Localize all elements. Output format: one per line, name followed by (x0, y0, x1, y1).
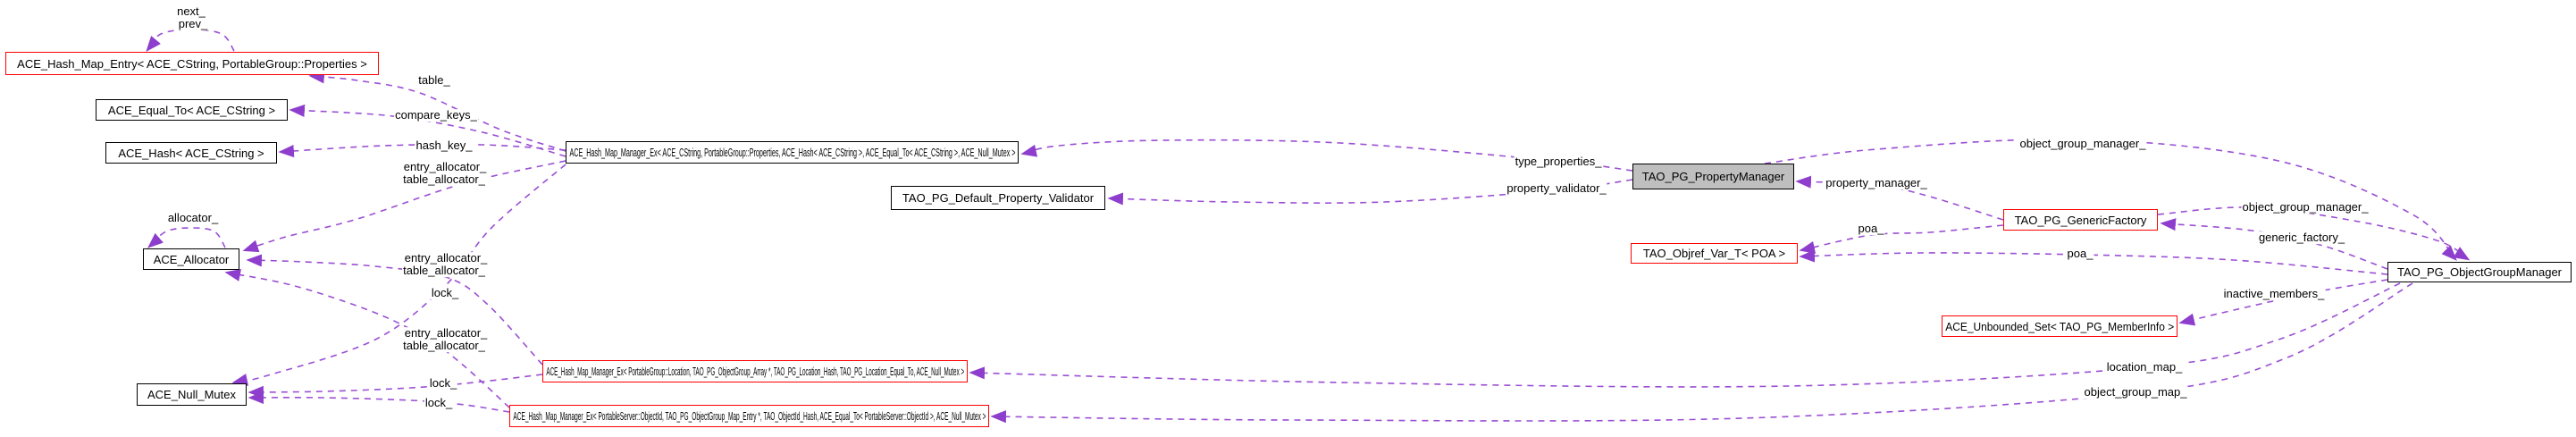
edge-label-table: table_ (417, 73, 451, 88)
edge-label-allocators-1: entry_allocator_ (402, 160, 488, 174)
edge-label-inactive-members: inactive_members_ (2222, 287, 2326, 301)
edge-next-prev-loop (146, 29, 235, 53)
edge-object-group-manager-2 (2157, 206, 2471, 261)
node-label: TAO_Objref_Var_T< POA > (1642, 247, 1786, 260)
node-objref-var-poa[interactable]: TAO_Objref_Var_T< POA > (1631, 243, 1798, 264)
edge-label-next-prev-loop: next_ (176, 4, 206, 19)
edge-label-type-properties: type_properties_ (1514, 155, 1603, 169)
node-ace-null-mutex[interactable]: ACE_Null_Mutex (137, 383, 247, 406)
edge-hash-key (278, 143, 566, 158)
edge-label-poa-2: poa_ (2066, 247, 2094, 261)
node-label: ACE_Hash_Map_Manager_Ex< PortableServer:… (512, 409, 986, 423)
node-object-group-manager[interactable]: TAO_PG_ObjectGroupManager (2387, 262, 2572, 282)
edge-label-allocators-3: table_allocator_ (402, 339, 486, 353)
node-label: ACE_Unbounded_Set< TAO_PG_MemberInfo > (1945, 319, 2174, 333)
node-unbounded-set-memberinfo[interactable]: ACE_Unbounded_Set< TAO_PG_MemberInfo > (1942, 315, 2177, 337)
edge-label-allocator-loop: allocator_ (166, 211, 220, 225)
node-label: ACE_Hash< ACE_CString > (118, 146, 264, 160)
node-label: TAO_PG_PropertyManager (1641, 170, 1785, 183)
edge-label-property-manager: property_manager_ (1825, 176, 1928, 190)
node-label: TAO_PG_Default_Property_Validator (902, 191, 1095, 205)
edge-label-hash-key: hash_key_ (415, 139, 474, 153)
edge-type-properties (1020, 139, 1633, 172)
edge-label-allocators-3: entry_allocator_ (403, 326, 489, 340)
node-label: TAO_PG_ObjectGroupManager (2396, 265, 2562, 279)
edge-label-allocators-1: table_allocator_ (402, 172, 486, 187)
edge-label-generic-factory: generic_factory_ (2257, 231, 2346, 245)
node-ace-allocator[interactable]: ACE_Allocator (143, 248, 239, 270)
edge-allocators-1 (242, 160, 566, 253)
edge-lock-1 (231, 164, 566, 386)
edge-lock-2 (248, 374, 543, 399)
edge-table (308, 71, 566, 152)
edge-label-allocators-2: entry_allocator_ (403, 251, 489, 265)
node-label: ACE_Hash_Map_Manager_Ex< PortableGroup::… (546, 365, 964, 378)
edge-label-compare-keys: compare_keys_ (394, 108, 478, 122)
node-label: ACE_Hash_Map_Manager_Ex< ACE_CString, Po… (568, 146, 1016, 159)
edge-poa-2 (1799, 249, 2388, 275)
edge-label-next-prev-loop: prev_ (177, 17, 209, 31)
node-label: TAO_PG_GenericFactory (2014, 213, 2147, 227)
node-label: ACE_Equal_To< ACE_CString > (107, 103, 276, 117)
edge-label-poa-1: poa_ (1857, 222, 1885, 236)
edge-label-allocators-2: table_allocator_ (402, 264, 486, 278)
node-default-property-validator[interactable]: TAO_PG_Default_Property_Validator (891, 186, 1105, 210)
edge-label-lock-1: lock_ (430, 286, 460, 300)
node-equal-to-cstring[interactable]: ACE_Equal_To< ACE_CString > (96, 99, 288, 121)
edge-allocators-2 (246, 254, 543, 366)
edge-label-location-map: location_map_ (2105, 360, 2184, 374)
node-label: ACE_Hash_Map_Entry< ACE_CString, Portabl… (17, 56, 367, 71)
edge-object-group-map (990, 282, 2413, 424)
edge-poa-1 (1799, 224, 2004, 254)
edge-lock-3 (248, 391, 510, 413)
edge-label-object-group-map: object_group_map_ (2083, 385, 2188, 399)
node-label: ACE_Allocator (153, 252, 230, 266)
edge-label-object-group-manager-1: object_group_manager_ (2018, 137, 2147, 151)
edge-compare-keys (289, 104, 566, 157)
edge-label-lock-3: lock_ (424, 396, 454, 410)
edge-location-map (969, 282, 2401, 388)
node-hash-map-manager-properties[interactable]: ACE_Hash_Map_Manager_Ex< ACE_CString, Po… (566, 141, 1019, 164)
node-hash-cstring[interactable]: ACE_Hash< ACE_CString > (105, 142, 277, 164)
edge-label-lock-2: lock_ (428, 376, 458, 391)
edge-label-property-validator: property_validator_ (1506, 181, 1607, 196)
node-label: ACE_Null_Mutex (147, 388, 236, 401)
node-hash-map-manager-objectid[interactable]: ACE_Hash_Map_Manager_Ex< PortableServer:… (509, 405, 989, 427)
node-generic-factory[interactable]: TAO_PG_GenericFactory (2003, 209, 2158, 231)
node-property-manager[interactable]: TAO_PG_PropertyManager (1632, 164, 1794, 189)
node-hash-map-manager-location[interactable]: ACE_Hash_Map_Manager_Ex< PortableGroup::… (542, 360, 968, 382)
node-hash-map-entry[interactable]: ACE_Hash_Map_Entry< ACE_CString, Portabl… (5, 52, 379, 75)
edge-label-object-group-manager-2: object_group_manager_ (2241, 200, 2370, 214)
edge-object-group-manager-1 (1764, 138, 2457, 261)
edge-allocator-loop (147, 227, 226, 248)
edge-allocators-3 (224, 268, 510, 408)
